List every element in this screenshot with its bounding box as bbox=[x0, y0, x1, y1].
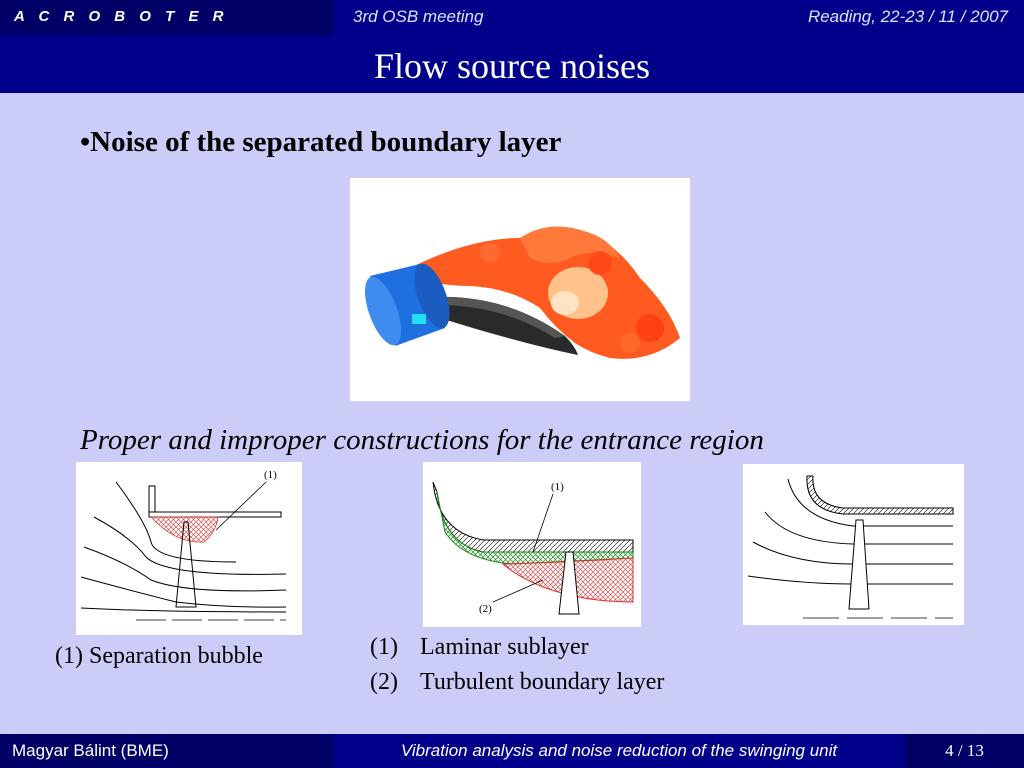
fig1-callout-label: (1) bbox=[264, 469, 277, 481]
meeting-label: 3rd OSB meeting bbox=[353, 7, 484, 26]
bullet-mark: • bbox=[80, 126, 91, 158]
boundary-layer-diagram: (1) (2) bbox=[423, 462, 641, 627]
separation-bubble-diagram: (1) bbox=[76, 462, 302, 635]
page-number: 4 / 13 bbox=[905, 734, 1024, 768]
footer-bar: Magyar Bálint (BME) Vibration analysis a… bbox=[0, 734, 1024, 768]
separation-bubble-caption: (1) Separation bubble bbox=[55, 643, 263, 669]
fig2-callout-2: (2) bbox=[479, 603, 492, 615]
bullet-text: Noise of the separated boundary layer bbox=[90, 126, 562, 158]
legend-item: (2) Turbulent boundary layer bbox=[370, 669, 664, 704]
presentation-title: Vibration analysis and noise reduction o… bbox=[333, 734, 905, 768]
location-date-label: Reading, 22-23 / 11 / 2007 bbox=[807, 7, 1008, 26]
legend-number: (2) bbox=[370, 669, 398, 695]
bullet-item: •Noise of the separated boundary layer bbox=[80, 126, 561, 159]
header-info: 3rd OSB meeting Reading, 22-23 / 11 / 20… bbox=[333, 0, 1024, 35]
brand-label: A C R O B O T E R bbox=[0, 0, 333, 35]
author-label: Magyar Bálint (BME) bbox=[0, 734, 333, 768]
legend-text: Laminar sublayer bbox=[420, 634, 589, 660]
boundary-layer-simulation-image bbox=[350, 178, 690, 401]
legend-number: (1) bbox=[370, 634, 398, 660]
legend-text: Turbulent boundary layer bbox=[420, 669, 665, 695]
header-bar: A C R O B O T E R 3rd OSB meeting Readin… bbox=[0, 0, 1024, 35]
fig2-callout-1: (1) bbox=[551, 481, 564, 493]
slide-title: Flow source noises bbox=[0, 35, 1024, 93]
boundary-layer-legend: (1) Laminar sublayer (2) Turbulent bound… bbox=[370, 634, 664, 704]
proper-inlet-diagram bbox=[743, 464, 964, 625]
legend-item: (1) Laminar sublayer bbox=[370, 634, 664, 669]
entrance-region-subtitle: Proper and improper constructions for th… bbox=[80, 424, 764, 456]
